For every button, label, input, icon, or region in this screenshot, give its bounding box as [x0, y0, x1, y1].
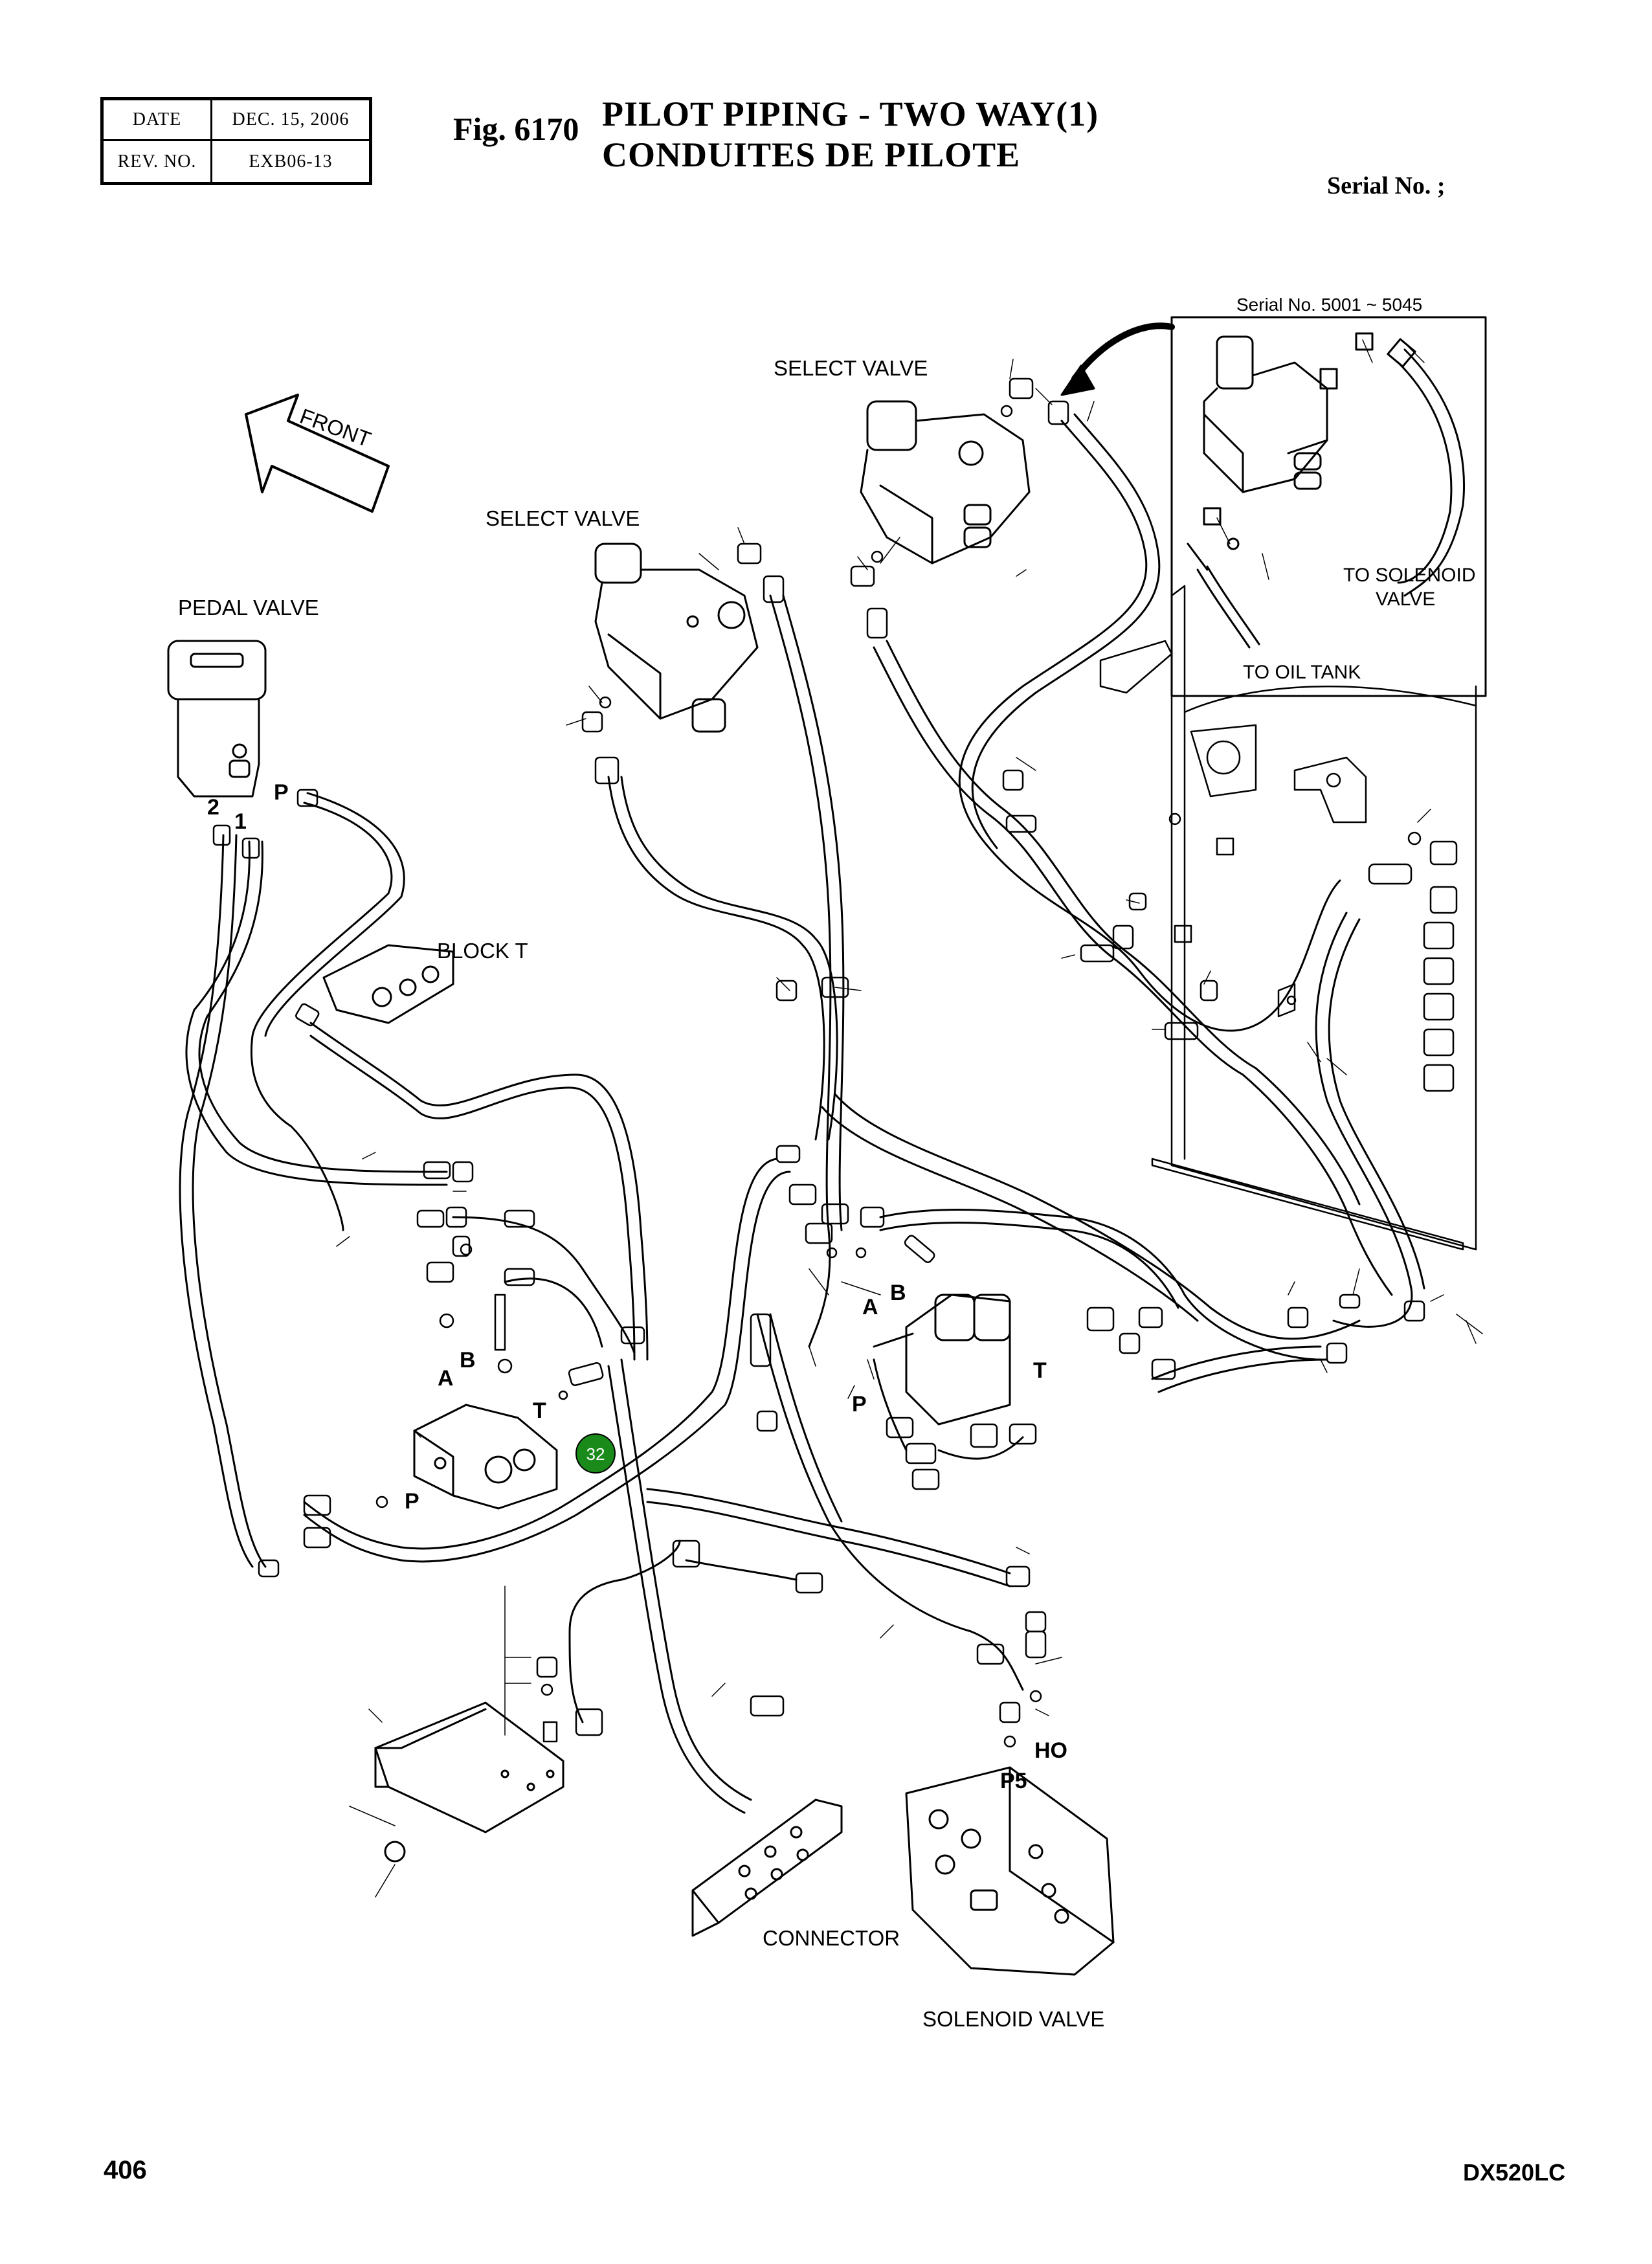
connector-shape: [691, 1799, 843, 1937]
port-a-left: A: [438, 1366, 454, 1391]
to-solenoid-label-1: TO SOLENOID: [1343, 565, 1476, 586]
rev-label: REV. NO.: [104, 141, 212, 182]
page-number: 406: [104, 2156, 147, 2184]
machine-frame: [1099, 585, 1477, 1251]
connector-label: CONNECTOR: [763, 1926, 900, 1950]
port-p-right: P: [852, 1392, 867, 1417]
pedal-valve-shape: [167, 640, 267, 798]
page-title-english: PILOT PIPING - TWO WAY(1): [602, 95, 1099, 133]
leader-lines: [336, 339, 1483, 1898]
port-p-pedal: P: [274, 780, 289, 805]
pedal-valve-label: PEDAL VALVE: [178, 596, 319, 620]
fittings: [212, 377, 1425, 1748]
front-label: FRONT: [296, 404, 374, 452]
port-b-right: B: [890, 1281, 906, 1305]
select-valve-top-shape: [860, 400, 1031, 565]
date-value: DEC. 15, 2006: [232, 109, 350, 129]
serial-number: Serial No. ;: [1327, 172, 1446, 199]
callout-number: 32: [586, 1444, 605, 1464]
port-1: 1: [234, 809, 247, 834]
solenoid-valve-label: SOLENOID VALVE: [922, 2007, 1104, 2031]
model-name: DX520LC: [1463, 2159, 1566, 2186]
select-valve-middle-label: SELECT VALVE: [486, 506, 640, 530]
callout-32[interactable]: 32: [575, 1433, 616, 1474]
revision-box: DATE DEC. 15, 2006 REV. NO. EXB06-13: [100, 97, 372, 185]
select-valve-middle-shape: [594, 543, 759, 733]
date-row: DATE DEC. 15, 2006: [104, 100, 369, 141]
left-manifold-block: [413, 1404, 558, 1510]
center-solenoid-block: [873, 1294, 1011, 1426]
date-label: DATE: [104, 100, 212, 139]
bolts-washers-right: [1168, 813, 1458, 1092]
inset-serial-label: Serial No. 5001 ~ 5045: [1236, 295, 1422, 315]
mounting-plate: [374, 1701, 564, 1863]
hoses: [179, 413, 1425, 1814]
port-b-left: B: [460, 1348, 476, 1373]
port-t-left: T: [533, 1398, 546, 1423]
block-t-shape: [322, 944, 454, 1024]
port-p-left: P: [405, 1489, 419, 1514]
inset-box: [1060, 316, 1487, 697]
to-solenoid-label-2: VALVE: [1376, 588, 1435, 610]
block-t-label: BLOCK T: [437, 939, 528, 963]
port-t-right: T: [1033, 1358, 1047, 1383]
page-title-french: CONDUITES DE PILOTE: [602, 135, 1021, 174]
rev-row: REV. NO. EXB06-13: [104, 141, 369, 182]
port-ho: HO: [1034, 1738, 1067, 1763]
select-valve-top-label: SELECT VALVE: [774, 356, 928, 380]
rev-value: EXB06-13: [249, 151, 333, 172]
figure-number: Fig. 6170: [453, 111, 579, 147]
front-arrow: [245, 394, 390, 513]
port-2: 2: [207, 795, 219, 820]
solenoid-valve-shape: [905, 1766, 1115, 1976]
port-a-right: A: [862, 1295, 878, 1319]
port-p5: P5: [1000, 1769, 1027, 1793]
to-oil-tank-label: TO OIL TANK: [1243, 662, 1361, 683]
